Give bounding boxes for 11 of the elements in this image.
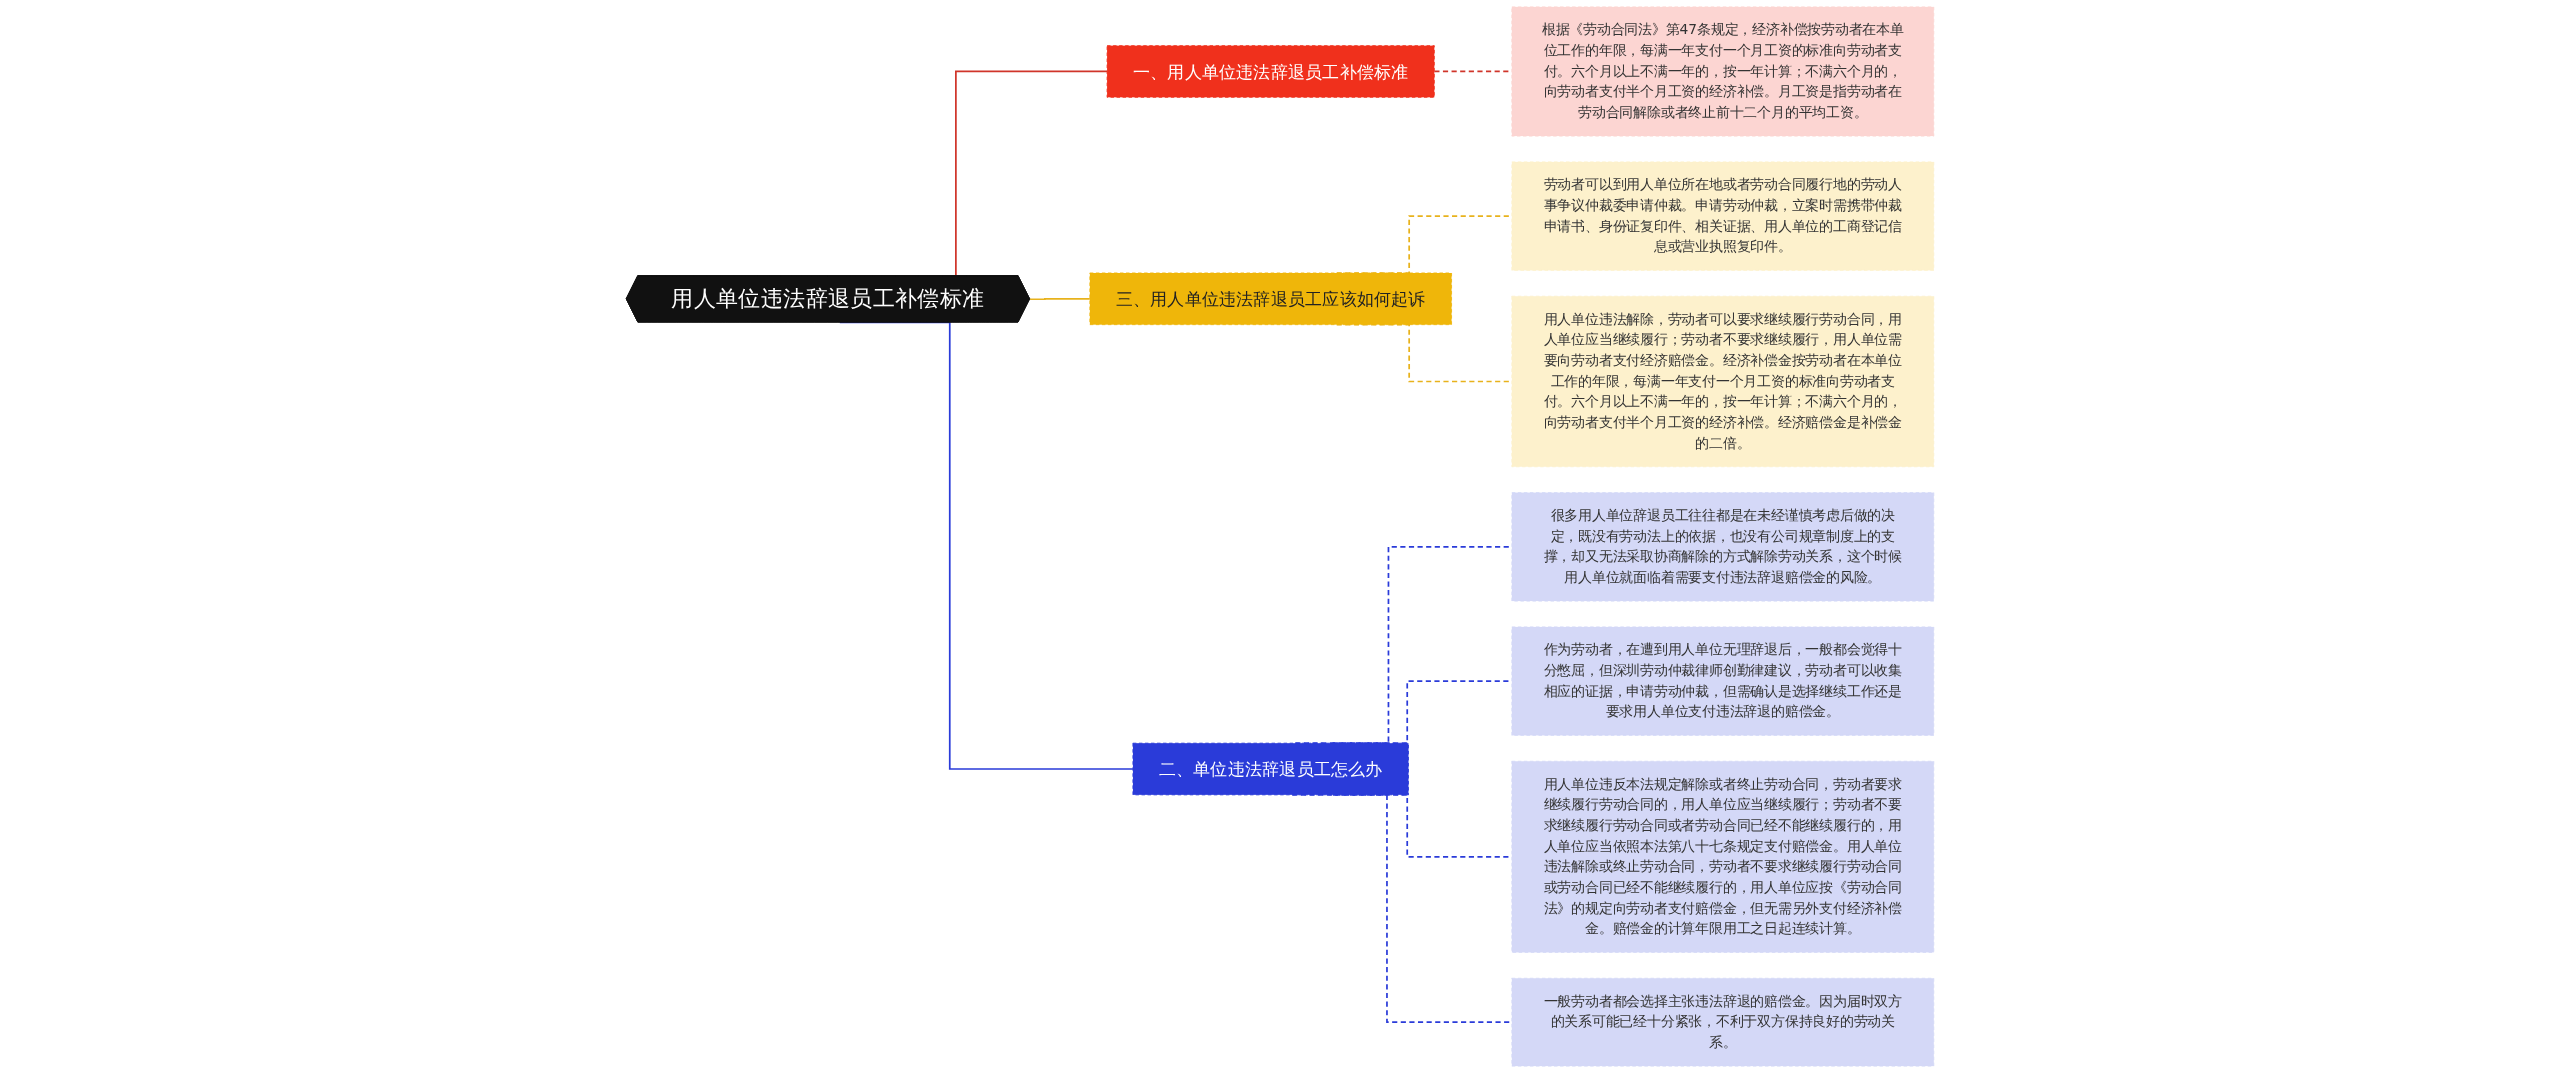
connector bbox=[1029, 297, 1091, 301]
node-box: 作为劳动者，在遭到用人单位无理辞退后，一般都会觉得十分憋屈，但深圳劳动仲裁律师创勤律建议，劳动者可以收集相应的证据，申请劳动仲裁，但需确认是选择继续工作还是要求用人单位支付违法辞退的赔偿金。 bbox=[1511, 626, 1935, 736]
node-box: 很多用人单位辞退员工往往都是在未经谨慎考虑后做的决定，既没有劳动法上的依据，也没有公司规章制度上的支撑，却又无法采取协商解除的方式解除劳动关系，这个时候用人单位就面临着需要支付违法辞退赔偿金的风险。 bbox=[1511, 492, 1935, 602]
node-box: 二、单位违法辞退员工怎么办 bbox=[1132, 742, 1409, 796]
node-box: 用人单位违反本法规定解除或者终止劳动合同，劳动者要求继续履行劳动合同的，用人单位应当继续履行；劳动者不要求继续履行劳动合同或者劳动合同已经不能继续履行的，用人单位应当依照本法第八十七条规定支付赔偿金。用人单位违法解除或终止劳动合同，劳动者不要求继续履行劳动合同或劳动合同已经不能继续履行的，用人单位应按《劳动合同法》的规定向劳动者支付赔偿金，但无需另外支付经济补偿金。赔偿金的计算年限用工之日起连续计算。 bbox=[1511, 760, 1935, 953]
node-box: 劳动者可以到用人单位所在地或者劳动合同履行地的劳动人事争议仲裁委申请仲裁。申请劳动仲裁，立案时需携带仲裁申请书、身份证复印件、相关证据、用人单位的工商登记信息或营业执照复印件。 bbox=[1511, 161, 1935, 271]
node-box: 一、用人单位违法辞退员工补偿标准 bbox=[1106, 45, 1435, 98]
node-box: 用人单位违法解除，劳动者可以要求继续履行劳动合同，用人单位应当继续履行；劳动者不要求继续履行，用人单位需要向劳动者支付经济赔偿金。经济补偿金按劳动者在本单位工作的年限，每满一年支付一个月工资的标准向劳动者支付。六个月以上不满一年的，按一年计算；不满六个月的，向劳动者支付半个月工资的经济补偿。经济赔偿金是补偿金的二倍。 bbox=[1511, 295, 1935, 468]
node-box: 三、用人单位违法辞退员工应该如何起诉 bbox=[1089, 272, 1452, 326]
node-box: 一般劳动者都会选择主张违法辞退的赔偿金。因为届时双方的关系可能已经十分紧张，不利于双方保持良好的劳动关系。 bbox=[1511, 977, 1935, 1067]
node-box: 根据《劳动合同法》第47条规定，经济补偿按劳动者在本单位工作的年限，每满一年支付一个月工资的标准向劳动者支付。六个月以上不满一年的，按一年计算；不满六个月的，向劳动者支付半个月工资的经济补偿。月工资是指劳动者在劳动合同解除或者终止前十二个月的平均工资。 bbox=[1511, 6, 1935, 137]
